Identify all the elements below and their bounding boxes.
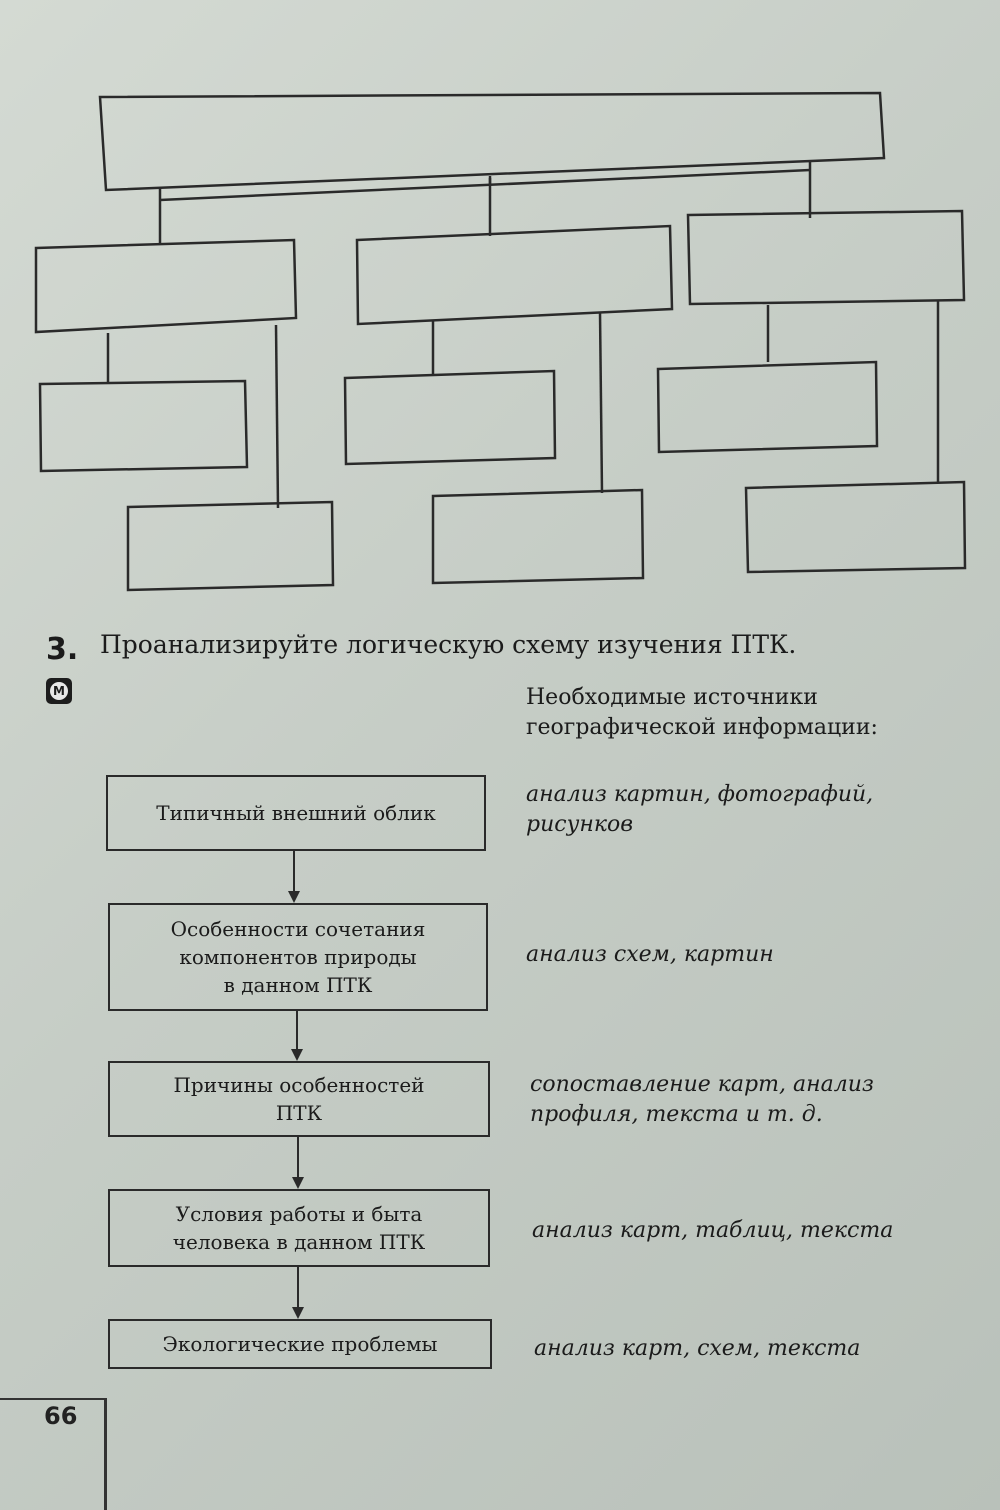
page-corner-rule <box>0 1398 106 1400</box>
flow-step-label: Особенности сочетания компонентов природ… <box>170 917 426 997</box>
blank-box-right-a <box>656 360 879 454</box>
flow-source-text: анализ картин, фотографий, рисунков <box>526 782 874 837</box>
flow-step-box: Условия работы и быта человека в данном … <box>108 1189 490 1267</box>
flow-step-label: Условия работы и быта человека в данном … <box>172 1202 426 1254</box>
flow-step-label: Типичный внешний облик <box>156 801 436 825</box>
flow-step-label: Экологические проблемы <box>162 1332 438 1356</box>
flow-arrow-head-icon <box>288 891 300 903</box>
task-number: 3. <box>46 632 79 667</box>
flow-arrow-head-icon <box>291 1049 303 1061</box>
flow-step-box: Особенности сочетания компонентов природ… <box>108 903 488 1011</box>
blank-box-left-a <box>38 379 249 473</box>
flow-arrow-head-icon <box>292 1177 304 1189</box>
blank-box-middle <box>355 224 674 326</box>
blank-top-box <box>98 91 886 192</box>
connector-line <box>598 311 604 494</box>
blank-box-left <box>34 238 298 334</box>
method-badge-letter: М <box>50 682 68 700</box>
connector-line <box>159 168 811 202</box>
blank-box-left-b <box>126 500 335 592</box>
method-badge-icon: М <box>46 678 72 704</box>
blank-box-right-b <box>744 480 967 574</box>
flow-step-box: Экологические проблемы <box>108 1319 492 1369</box>
flow-source-text: анализ карт, схем, текста <box>534 1336 861 1361</box>
flow-step-box: Типичный внешний облик <box>106 775 486 851</box>
flow-step-label: Причины особенностей ПТК <box>173 1073 425 1125</box>
flow-source-text: сопоставление карт, анализ профиля, текс… <box>530 1072 874 1127</box>
page-corner-rule <box>104 1398 107 1510</box>
page-number: 66 <box>44 1402 78 1430</box>
blank-box-middle-b <box>431 488 645 585</box>
flow-arrow-head-icon <box>292 1307 304 1319</box>
connector-line <box>274 324 280 509</box>
blank-box-right <box>686 209 966 306</box>
flow-step-box: Причины особенностей ПТК <box>108 1061 490 1137</box>
flow-source-text: анализ схем, картин <box>526 942 774 967</box>
blank-hierarchy-diagram <box>34 91 967 592</box>
sources-heading: Необходимые источники географической инф… <box>526 685 878 740</box>
task-instruction: Проанализируйте логическую схему изучени… <box>100 630 797 659</box>
blank-box-middle-a <box>343 369 557 466</box>
flow-source-text: анализ карт, таблиц, текста <box>532 1218 894 1243</box>
